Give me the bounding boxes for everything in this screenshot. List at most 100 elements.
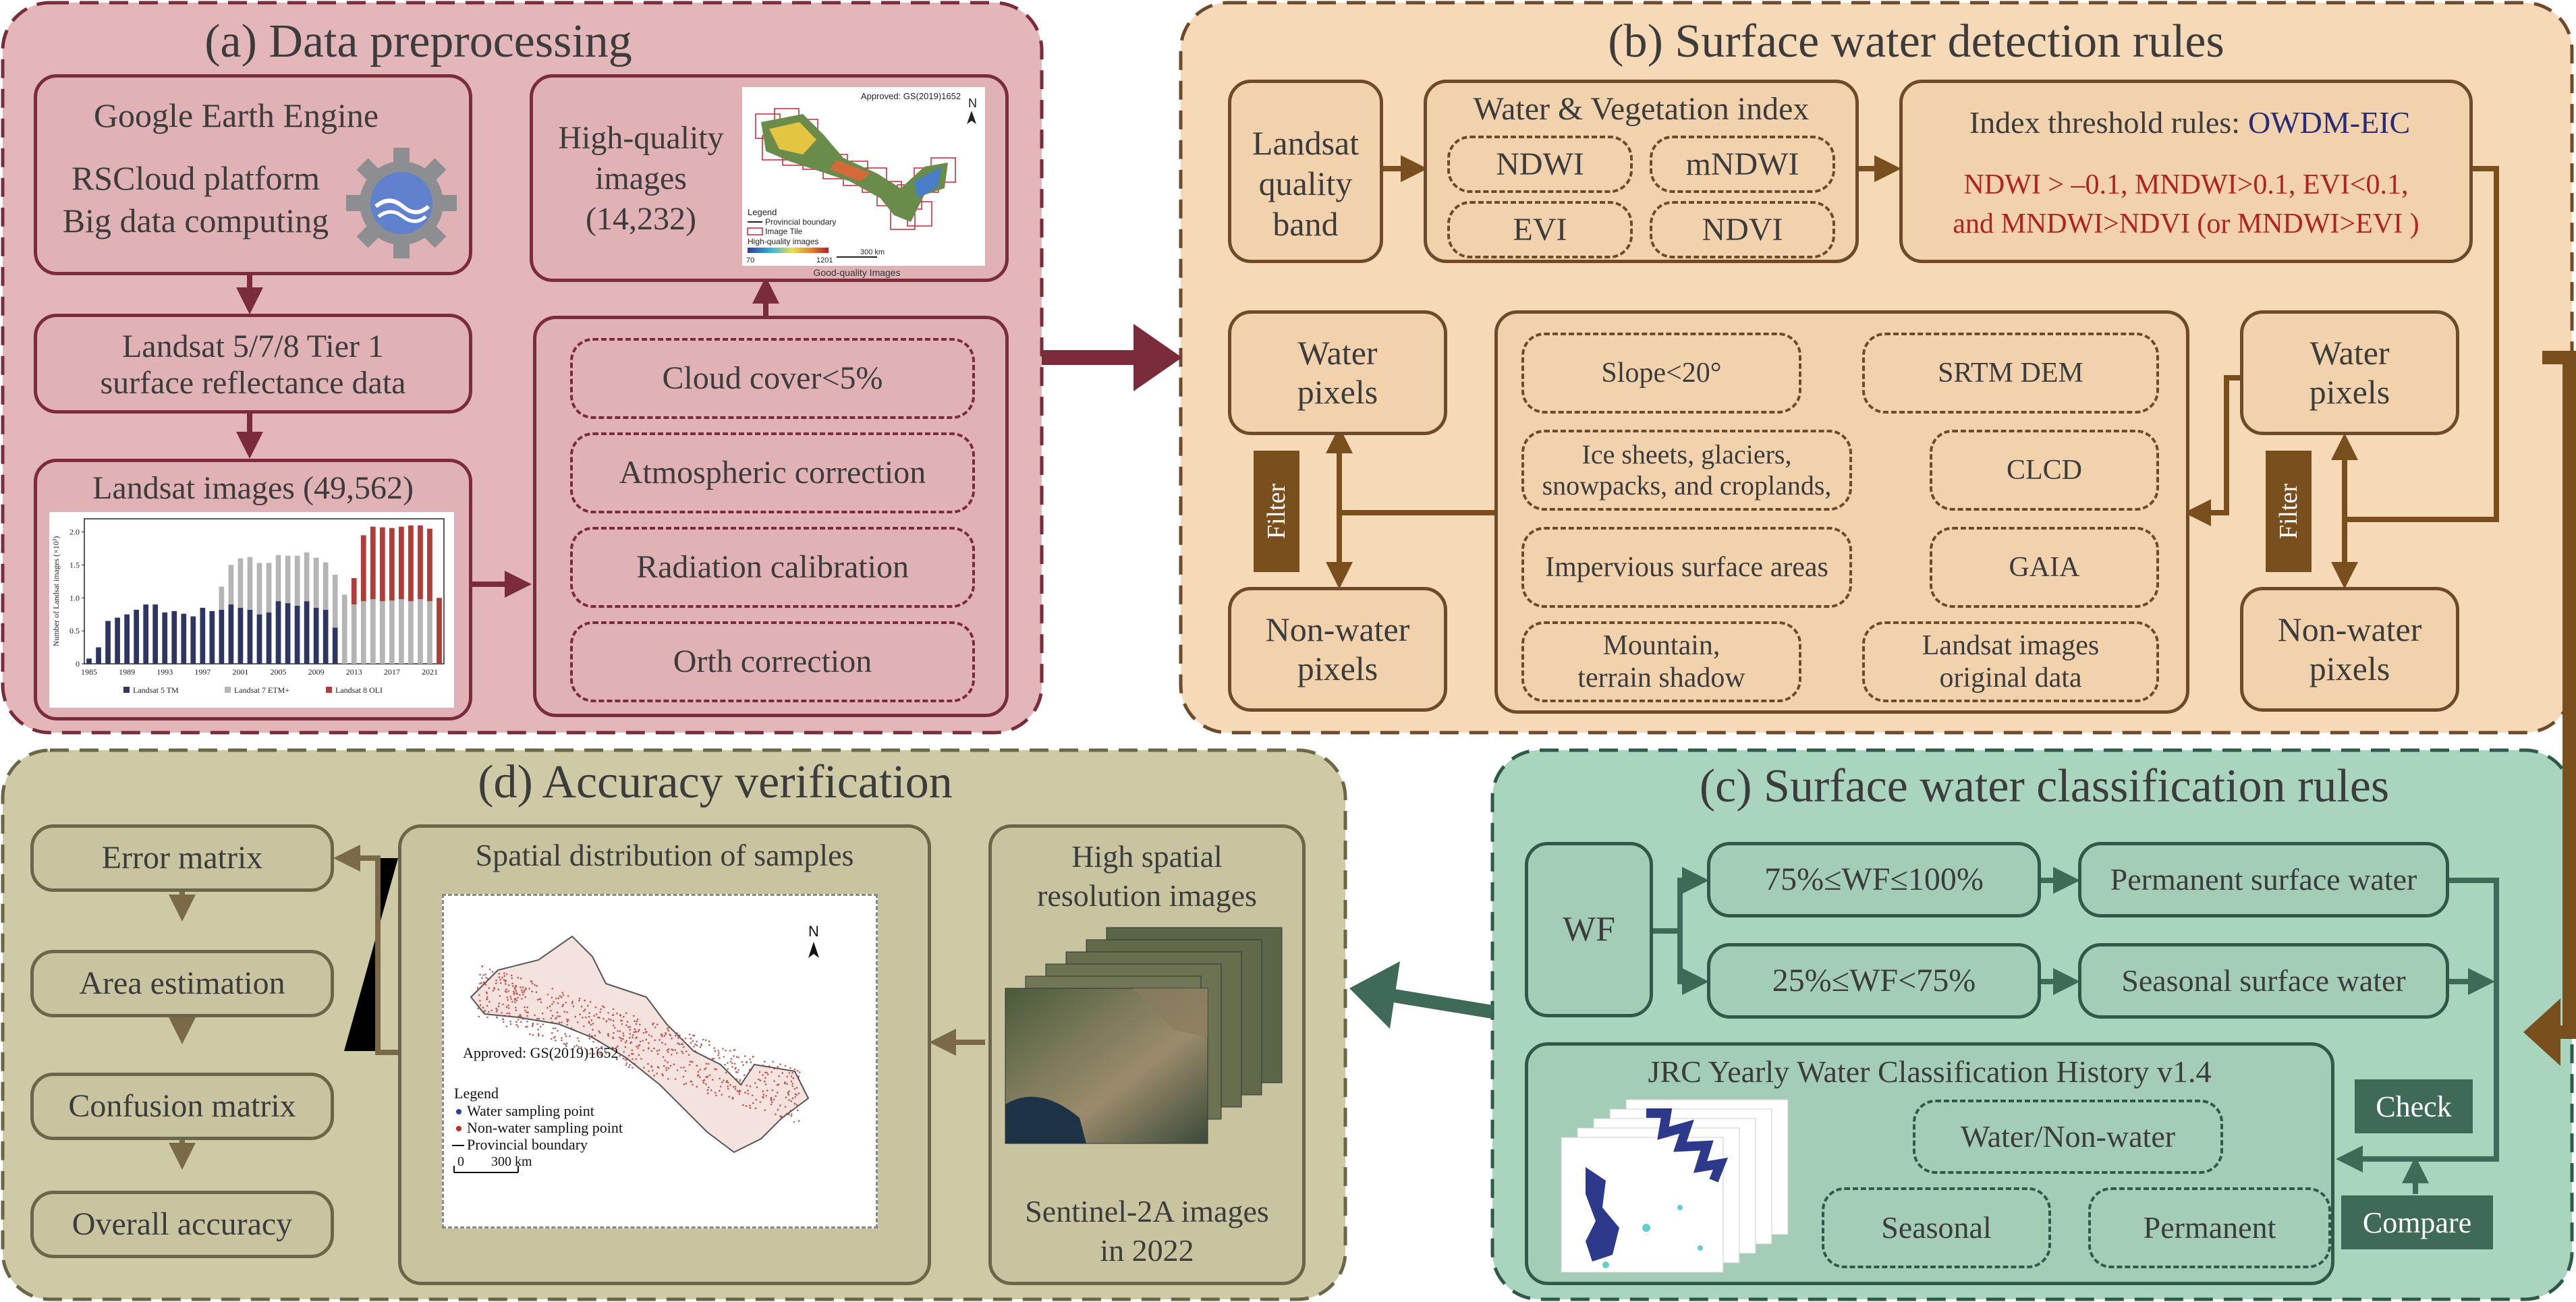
gee-line3: Big data computing: [62, 202, 329, 240]
sample-point: [685, 1082, 688, 1085]
sample-point: [572, 1005, 575, 1007]
sample-point: [517, 976, 519, 979]
hq-map-legend: Legend: [748, 207, 777, 217]
hq-map-approved: Approved: GS(2019)1652: [861, 91, 961, 101]
sample-point: [717, 1050, 719, 1052]
sample-point: [613, 1019, 615, 1022]
sample-point: [619, 1036, 621, 1039]
sample-point: [551, 1015, 554, 1017]
sample-point: [747, 1089, 749, 1092]
chart-ytick-label: 1.5: [69, 560, 80, 569]
sample-point: [702, 1079, 704, 1082]
sample-point: [793, 1102, 796, 1105]
sample-point: [511, 977, 513, 980]
sample-point: [584, 1009, 586, 1011]
sample-point: [532, 1022, 534, 1025]
sample-point: [711, 1058, 714, 1060]
chart-ytick-label: 2.0: [69, 528, 80, 537]
step-area-estimation: Area estimation: [30, 950, 334, 1017]
sample-point: [778, 1075, 780, 1077]
sample-point: [750, 1069, 752, 1071]
rules-title: Index threshold rules:: [1969, 105, 2240, 140]
sample-map: Approved: GS(2019)1652 N Legend Water sa…: [442, 894, 878, 1228]
sample-point: [625, 1058, 628, 1061]
sample-map-l3: Provincial boundary: [467, 1136, 588, 1153]
chart-bar: [351, 604, 357, 664]
chart-bar: [219, 586, 225, 610]
sample-point: [586, 1049, 588, 1051]
sample-point: [648, 1034, 650, 1036]
water-right-line2: pixels: [2309, 373, 2390, 412]
quality-line2: quality: [1258, 165, 1353, 203]
mask-mountain: Mountain,terrain shadow: [1521, 621, 1801, 702]
chart-bar: [181, 613, 187, 664]
sample-point: [656, 1050, 659, 1052]
sample-point: [713, 1047, 715, 1049]
sample-point: [525, 1025, 527, 1028]
sample-point: [563, 1011, 565, 1013]
sample-point: [727, 1068, 729, 1070]
sample-point: [498, 972, 500, 975]
sample-point: [790, 1115, 792, 1117]
sample-point: [685, 1050, 688, 1052]
sample-point: [762, 1090, 764, 1092]
chart-ytick-label: 0.5: [69, 626, 80, 635]
sample-point: [592, 1041, 594, 1043]
sample-point: [484, 1009, 486, 1012]
sample-point: [762, 1065, 764, 1067]
sample-point: [715, 1094, 717, 1097]
chart-bar: [86, 658, 92, 664]
sample-point: [476, 986, 479, 989]
sample-point: [653, 1047, 655, 1050]
sample-point: [647, 1063, 649, 1065]
sample-point: [635, 1058, 638, 1060]
sample-point: [569, 1035, 571, 1038]
hq-line2: images: [595, 161, 687, 197]
sample-point: [737, 1071, 739, 1073]
sample-point: [603, 1017, 605, 1020]
sample-point: [578, 1040, 580, 1042]
sample-point: [617, 1030, 619, 1032]
sample-point: [573, 1029, 575, 1031]
chart-bar: [275, 555, 281, 602]
sample-point: [615, 1058, 618, 1060]
sample-point: [582, 1017, 584, 1019]
sample-point: [615, 1046, 618, 1048]
sample-point: [612, 1024, 615, 1027]
sample-point: [525, 988, 527, 990]
hq-map-north-label: N: [968, 96, 977, 110]
sample-point: [526, 1015, 528, 1017]
sample-point: [481, 977, 483, 980]
sample-point: [758, 1071, 761, 1073]
sample-point: [612, 1008, 615, 1011]
quality-band-box: Landsat quality band: [1228, 80, 1383, 263]
chart-bar: [228, 565, 234, 605]
sample-point: [697, 1075, 699, 1077]
sample-point: [613, 1032, 615, 1034]
sample-point: [513, 990, 515, 993]
sample-point: [790, 1100, 792, 1102]
sample-point: [745, 1105, 748, 1107]
sample-point: [571, 1000, 573, 1003]
sample-point: [549, 1005, 551, 1007]
sample-point: [521, 998, 523, 1000]
spatial-title: Spatial distribution of samples: [475, 837, 854, 872]
sample-point: [503, 975, 506, 977]
sample-point: [526, 1007, 528, 1009]
sample-point: [479, 1000, 481, 1002]
sample-point: [648, 1070, 650, 1073]
sample-point: [727, 1081, 729, 1083]
sample-point: [511, 1000, 513, 1003]
nonwater-pixels-left: Non-water pixels: [1228, 587, 1447, 712]
sample-point: [747, 1093, 750, 1095]
chart-xtick-label: 1989: [119, 667, 135, 677]
sample-point: [631, 1049, 634, 1052]
sample-point: [607, 1033, 609, 1035]
index-evi: EVI: [1447, 201, 1633, 258]
sample-map-legend: Legend: [454, 1085, 499, 1102]
sample-point: [629, 1064, 631, 1066]
sample-point: [737, 1091, 740, 1093]
chart-bar: [96, 647, 101, 664]
sample-point: [633, 1015, 635, 1017]
sample-point: [598, 1031, 601, 1034]
